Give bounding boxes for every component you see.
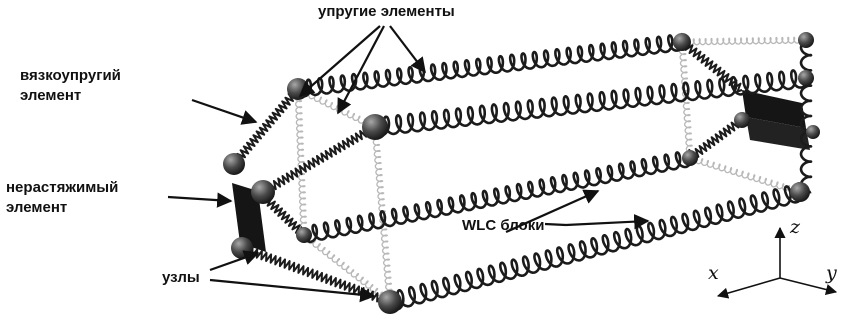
wlc-coil-4 — [385, 182, 804, 311]
node-12 — [734, 112, 750, 128]
light-spring-5 — [680, 36, 808, 46]
axis-z-label: z — [790, 216, 801, 238]
node-9 — [798, 32, 814, 48]
viscoelastic-elements — [233, 41, 748, 306]
viscoelastic-element-1 — [233, 88, 301, 166]
node-7 — [378, 290, 402, 314]
arrow-viscoelastic — [191, 98, 258, 125]
label-inextensible-line2: элемент — [6, 199, 68, 216]
node-6 — [296, 227, 312, 243]
arrow-elastic-1 — [298, 25, 381, 98]
node-2 — [362, 114, 388, 140]
pointer-arrows — [167, 25, 650, 303]
wlc-coil-2 — [370, 67, 810, 137]
label-inextensible-line1: нерастяжимый — [6, 179, 119, 196]
arrow-elastic-2 — [337, 25, 385, 115]
arrow-wlc-stub — [544, 222, 567, 227]
arrow-elastic-3 — [389, 25, 426, 74]
wlc-coils — [294, 32, 813, 311]
light-spring-3 — [371, 125, 394, 303]
right-inextensible-plate-bottom — [746, 117, 810, 150]
light-spring-7 — [302, 231, 393, 304]
node-3 — [223, 153, 245, 175]
coordinate-axes — [716, 226, 838, 299]
label-nodes: узлы — [162, 269, 200, 286]
arrow-wlc-2 — [565, 213, 650, 230]
wlc-coil-3 — [300, 148, 693, 244]
node-11 — [682, 150, 698, 166]
axis-y-line — [779, 277, 838, 295]
node-4 — [251, 180, 275, 204]
node-8 — [673, 33, 691, 51]
axis-x-line — [716, 277, 781, 299]
arrow-nodes-1 — [209, 250, 260, 272]
arrow-wlc-1 — [505, 189, 600, 234]
wlc-coil-1 — [294, 32, 685, 98]
node-13 — [790, 182, 810, 202]
node-10 — [798, 70, 814, 86]
viscoelastic-element-5 — [680, 41, 743, 93]
wlc-coil-5 — [799, 38, 813, 194]
arrow-inextensible — [167, 192, 233, 208]
label-wlc-blocks: WLC блоки — [462, 217, 545, 234]
node-1 — [287, 78, 309, 100]
right-inextensible-plate-top — [742, 90, 806, 128]
axis-y-label: y — [826, 262, 837, 284]
arrow-nodes-2 — [209, 278, 376, 303]
label-elastic-elements: упругие элементы — [318, 3, 455, 20]
axis-x-label: x — [708, 262, 719, 284]
label-viscoelastic-line1: вязкоупругий — [20, 67, 121, 84]
node-14 — [806, 125, 820, 139]
light-spring-2 — [294, 87, 308, 237]
viscoelastic-element-2 — [262, 125, 376, 196]
light-spring-6 — [689, 154, 802, 195]
label-viscoelastic-line2: элемент — [20, 87, 82, 104]
